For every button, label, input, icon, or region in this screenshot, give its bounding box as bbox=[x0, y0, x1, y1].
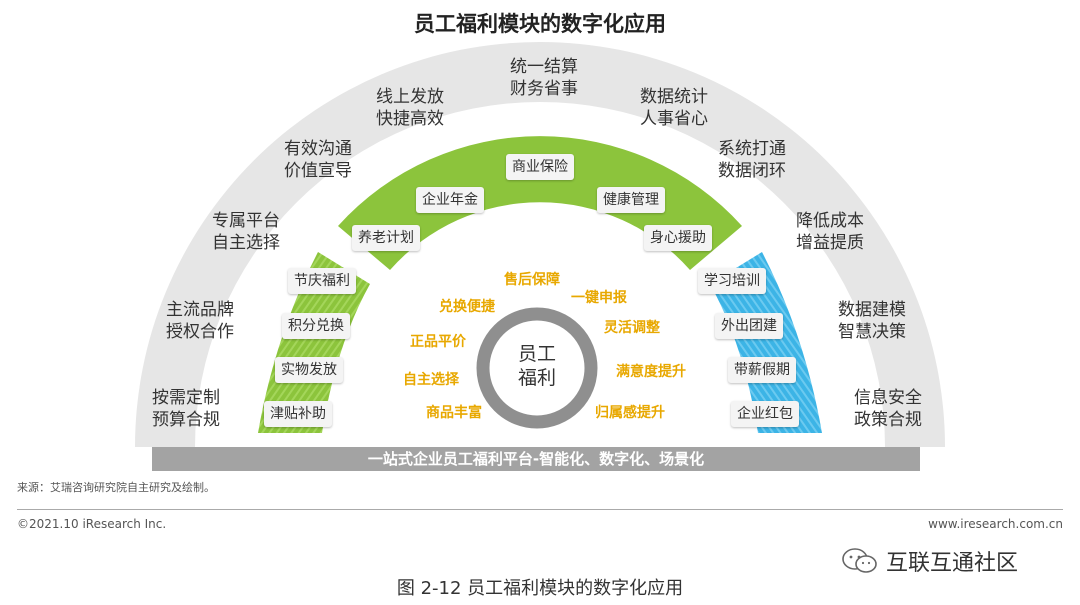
source-note: 来源：艾瑞咨询研究院自主研究及绘制。 bbox=[17, 481, 215, 494]
inner-satisfaction-boost: 满意度提升 bbox=[616, 364, 686, 380]
pill-pension-plan: 养老计划 bbox=[352, 225, 420, 251]
pill-health-management: 健康管理 bbox=[597, 187, 665, 213]
inner-easy-exchange: 兑换便捷 bbox=[439, 299, 495, 315]
outer-label-online-distribution: 线上发放快捷高效 bbox=[376, 87, 444, 129]
inner-one-click-apply: 一键申报 bbox=[571, 290, 627, 306]
pill-points-exchange: 积分兑换 bbox=[282, 313, 350, 339]
green-left-band bbox=[258, 252, 370, 433]
green-top-band bbox=[338, 136, 742, 270]
figure-caption: 图 2-12 员工福利模块的数字化应用 bbox=[396, 578, 684, 599]
pill-commercial-insurance: 商业保险 bbox=[506, 154, 574, 180]
welfare-diagram bbox=[135, 42, 945, 447]
outer-label-data-statistics: 数据统计人事省心 bbox=[640, 87, 708, 129]
watermark: 互联互通社区 bbox=[840, 545, 1018, 577]
outer-label-system-integration: 系统打通数据闭环 bbox=[718, 139, 786, 181]
diagram-title: 员工福利模块的数字化应用 bbox=[414, 12, 666, 36]
outer-label-cost-reduction: 降低成本增益提质 bbox=[796, 211, 864, 253]
inner-after-sales: 售后保障 bbox=[504, 272, 560, 288]
center-ring bbox=[476, 307, 598, 429]
platform-bar: 一站式企业员工福利平台-智能化、数字化、场景化 bbox=[152, 447, 920, 471]
pill-learning-training: 学习培训 bbox=[698, 268, 766, 294]
blue-right-band bbox=[710, 252, 822, 433]
inner-rich-goods: 商品丰富 bbox=[426, 405, 482, 421]
pill-allowance-subsidy: 津贴补助 bbox=[264, 401, 332, 427]
outer-label-custom-budget: 按需定制预算合规 bbox=[152, 388, 220, 430]
pill-team-outing: 外出团建 bbox=[715, 313, 783, 339]
footer-divider bbox=[17, 509, 1063, 510]
pill-festival-benefits: 节庆福利 bbox=[288, 268, 356, 294]
outer-label-data-modeling: 数据建模智慧决策 bbox=[838, 300, 906, 342]
outer-label-exclusive-platform: 专属平台自主选择 bbox=[212, 211, 280, 253]
outer-label-information-security: 信息安全政策合规 bbox=[854, 388, 922, 430]
outer-label-communication: 有效沟通价值宣导 bbox=[284, 139, 352, 181]
center-label: 员工福利 bbox=[517, 343, 556, 389]
outer-ring bbox=[135, 42, 945, 447]
outer-label-brand-authorization: 主流品牌授权合作 bbox=[166, 300, 234, 342]
inner-self-selection: 自主选择 bbox=[403, 372, 459, 388]
inner-genuine-affordable: 正品平价 bbox=[410, 334, 466, 350]
pill-physical-distribution: 实物发放 bbox=[275, 357, 343, 383]
outer-label-settlement: 统一结算财务省事 bbox=[510, 57, 578, 99]
pill-enterprise-annuity: 企业年金 bbox=[416, 187, 484, 213]
wechat-icon bbox=[842, 548, 877, 573]
pill-enterprise-red-packet: 企业红包 bbox=[731, 401, 799, 427]
pill-paid-leave: 带薪假期 bbox=[728, 357, 796, 383]
inner-belonging-boost: 归属感提升 bbox=[595, 405, 665, 421]
copyright: ©2021.10 iResearch Inc. bbox=[17, 517, 167, 531]
watermark-text: 互联互通社区 bbox=[886, 551, 1019, 576]
website-url: www.iresearch.com.cn bbox=[928, 517, 1063, 531]
inner-flexible-adjustment: 灵活调整 bbox=[604, 320, 660, 336]
pill-wellness-aid: 身心援助 bbox=[644, 225, 712, 251]
